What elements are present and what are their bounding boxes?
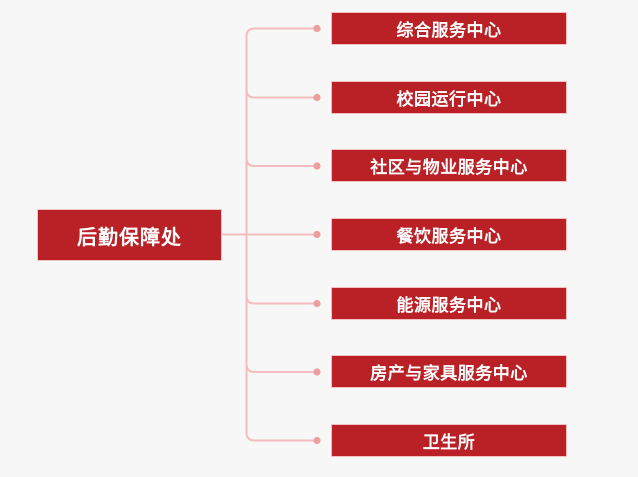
connector-dot bbox=[313, 368, 321, 376]
org-node-root-label: 后勤保障处 bbox=[77, 226, 182, 249]
org-node-child-2[interactable]: 社区与物业服务中心 bbox=[331, 149, 567, 182]
connector-branch bbox=[245, 88, 318, 99]
org-node-child-1[interactable]: 校园运行中心 bbox=[331, 81, 567, 114]
org-node-label: 校园运行中心 bbox=[396, 90, 502, 109]
org-node-label: 社区与物业服务中心 bbox=[370, 158, 528, 177]
connector-dot bbox=[313, 230, 321, 239]
connector-dot bbox=[313, 299, 321, 308]
org-node-label: 综合服务中心 bbox=[396, 21, 502, 40]
org-node-child-5[interactable]: 房产与家具服务中心 bbox=[331, 355, 567, 388]
org-node-label: 房产与家具服务中心 bbox=[370, 364, 528, 383]
org-node-child-3[interactable]: 餐饮服务中心 bbox=[331, 218, 567, 251]
connector-dot bbox=[313, 24, 321, 33]
connector-dot bbox=[313, 162, 321, 170]
connector-dot bbox=[313, 436, 321, 445]
org-node-root[interactable]: 后勤保障处 bbox=[37, 209, 222, 261]
org-node-child-6[interactable]: 卫生所 bbox=[331, 424, 567, 457]
org-node-child-0[interactable]: 综合服务中心 bbox=[331, 12, 567, 45]
connector-branch bbox=[245, 157, 318, 167]
org-node-label: 卫生所 bbox=[422, 433, 476, 452]
connector-dot bbox=[313, 93, 321, 102]
connector-branch bbox=[245, 294, 318, 305]
org-node-label: 餐饮服务中心 bbox=[396, 227, 502, 246]
org-node-child-4[interactable]: 能源服务中心 bbox=[331, 287, 567, 320]
org-node-label: 能源服务中心 bbox=[396, 296, 502, 315]
connector-trunk bbox=[245, 27, 318, 442]
connector-branch bbox=[245, 363, 318, 373]
